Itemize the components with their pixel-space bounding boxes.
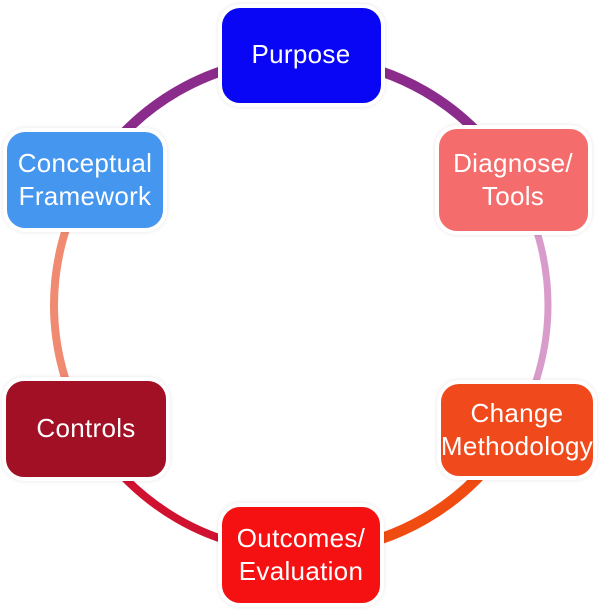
node-change-methodology-label-line: Methodology <box>440 431 594 461</box>
node-conceptual-framework-label-line: Conceptual <box>17 147 153 178</box>
node-outcomes-evaluation-label-line: Evaluation <box>238 556 364 586</box>
node-change-methodology-label-line: Change <box>470 397 564 428</box>
node-diagnose-tools-label-line: Diagnose/ <box>453 147 573 178</box>
node-diagnose-tools: Diagnose/Tools <box>434 125 592 235</box>
node-diagnose-tools-label-line: Tools <box>481 181 545 211</box>
node-outcomes-evaluation-label-line: Outcomes/ <box>236 522 366 553</box>
node-controls-label-line: Controls <box>36 413 136 444</box>
node-purpose-label-line: Purpose <box>251 39 351 70</box>
node-outcomes-evaluation: Outcomes/Evaluation <box>218 503 384 607</box>
node-controls: Controls <box>2 377 170 481</box>
node-conceptual-framework-label-line: Framework <box>18 181 152 211</box>
node-purpose: Purpose <box>217 3 385 107</box>
